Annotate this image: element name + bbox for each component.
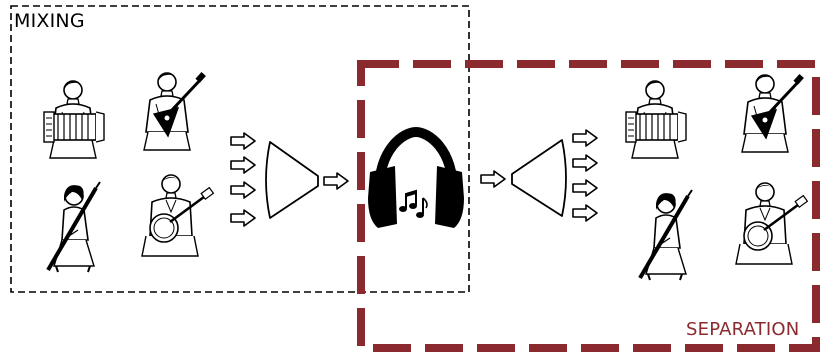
arrow-right-icon [481,171,505,187]
arrow-right-icon [231,133,255,149]
separation-label: SEPARATION [686,319,799,340]
funnel-icon [512,140,566,216]
bassoon-player-separated [640,190,692,280]
balalaika-player-source [144,72,206,150]
arrow-right-icon [324,173,348,189]
arrow-right-icon [573,130,597,146]
mixing-sources [44,72,213,272]
arrow-right-icon [231,157,255,173]
separation-output-arrows [573,130,597,221]
banjo-player-separated [736,183,807,264]
mixing-input-arrows [231,133,255,226]
arrow-right-icon [573,180,597,196]
banjo-player-source [142,175,213,256]
funnel-icon [266,142,318,218]
bassoon-player-source [48,182,100,272]
accordion-player-source [44,81,104,158]
balalaika-player-separated [742,74,804,152]
arrow-right-icon [231,210,255,226]
arrow-right-icon [231,182,255,198]
mixing-label: MIXING [14,10,85,32]
arrow-right-icon [573,205,597,221]
arrow-right-icon [573,155,597,171]
headphones-music-icon [368,132,464,228]
separated-sources [626,74,807,280]
accordion-player-separated [626,81,686,158]
